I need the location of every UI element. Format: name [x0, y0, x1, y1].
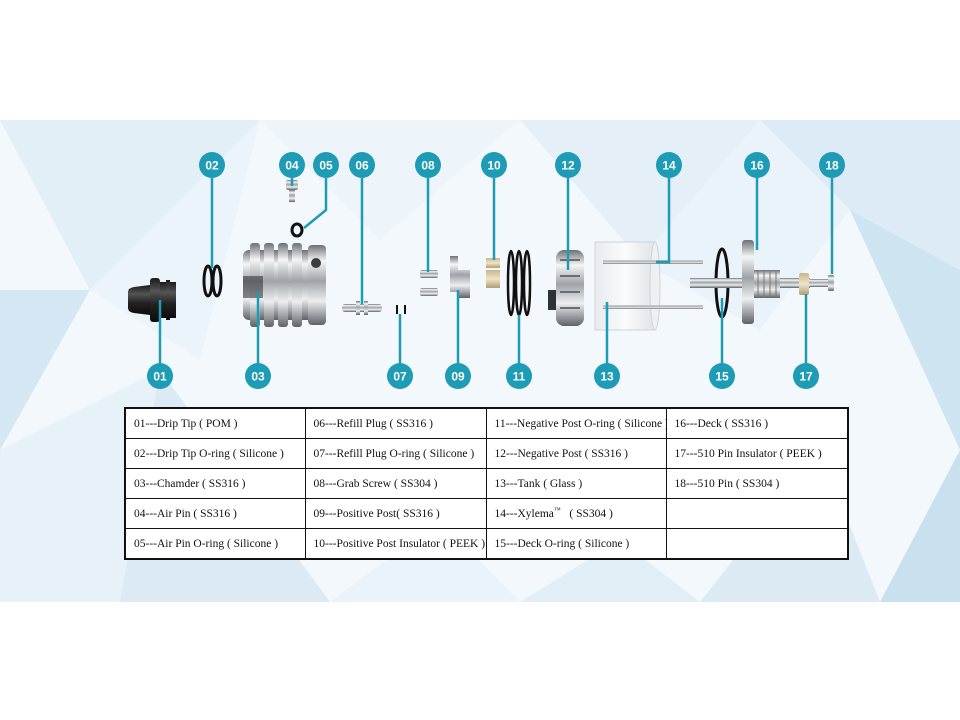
callout-label: 18 [825, 159, 839, 173]
callout-01: 01 [147, 363, 173, 389]
leader-lines [158, 178, 834, 366]
grab-screw-part [420, 270, 438, 296]
callout-14: 14 [656, 152, 682, 178]
negative-post-o-ring-part [506, 249, 532, 317]
callout-label: 10 [487, 159, 501, 173]
callout-05: 05 [313, 152, 339, 178]
table-row: 03---Chamder ( SS316 ) 08---Grab Screw (… [124, 468, 849, 499]
callout-04: 04 [279, 152, 305, 178]
callout-label: 11 [513, 370, 526, 384]
callout-label: 17 [799, 370, 813, 384]
callout-label: 16 [750, 159, 764, 173]
callout-label: 12 [561, 159, 575, 173]
table-cell: 03---Chamder ( SS316 ) [124, 468, 306, 499]
callout-label: 07 [393, 370, 407, 384]
callout-10: 10 [481, 152, 507, 178]
table-cell [665, 498, 849, 529]
table-cell: 02---Drip Tip O-ring ( Silicone ) [124, 438, 306, 469]
table-cell: 10---Positive Post Insulator ( PEEK ) [304, 528, 487, 560]
table-cell: 17---510 Pin Insulator ( PEEK ) [665, 438, 849, 469]
drip-tip-o-ring-part [202, 264, 223, 298]
callout-label: 15 [715, 370, 729, 384]
table-cell: 09---Positive Post( SS316 ) [304, 498, 487, 529]
table-cell: 12---Negative Post ( SS316 ) [485, 438, 667, 469]
callout-13: 13 [594, 363, 620, 389]
refill-plug-part [342, 301, 382, 315]
callout-label: 05 [319, 159, 333, 173]
positive-post-part [450, 256, 470, 298]
callout-18: 18 [819, 152, 845, 178]
refill-plug-o-ring-part [396, 305, 406, 314]
table-cell: 05---Air Pin O-ring ( Silicone ) [124, 528, 306, 560]
xylema-material: ( SS304 ) [569, 507, 613, 520]
air-pin-o-ring-part [290, 222, 304, 238]
table-cell: 07---Refill Plug O-ring ( Silicone ) [304, 438, 487, 469]
chamber-part [243, 243, 326, 327]
table-cell: 01---Drip Tip ( POM ) [124, 407, 306, 439]
callout-label: 09 [451, 370, 465, 384]
table-cell: 06---Refill Plug ( SS316 ) [304, 407, 487, 439]
callout-17: 17 [793, 363, 819, 389]
table-cell: 08---Grab Screw ( SS304 ) [304, 468, 487, 499]
callout-03: 03 [245, 363, 271, 389]
table-cell: 18---510 Pin ( SS304 ) [665, 468, 849, 499]
trademark-mark: ™ [553, 505, 561, 514]
callout-08: 08 [415, 152, 441, 178]
table-row: 02---Drip Tip O-ring ( Silicone ) 07---R… [124, 438, 849, 469]
callout-label: 06 [355, 159, 369, 173]
drip-tip-part [128, 278, 176, 322]
xylema-name: 14---Xylema [494, 507, 554, 520]
table-row: 01---Drip Tip ( POM ) 06---Refill Plug (… [124, 407, 849, 439]
callout-label: 01 [153, 370, 167, 384]
callout-label: 13 [600, 370, 614, 384]
table-cell-xylema: 14---Xylema™ ( SS304 ) [485, 498, 667, 529]
callout-11: 11 [506, 363, 532, 389]
xylema-part [603, 260, 703, 309]
table-row: 05---Air Pin O-ring ( Silicone ) 10---Po… [124, 528, 849, 560]
callout-12: 12 [555, 152, 581, 178]
callout-02: 02 [199, 152, 225, 178]
negative-post-part [548, 250, 584, 326]
parts-list-table: 01---Drip Tip ( POM ) 06---Refill Plug (… [124, 407, 849, 560]
table-cell: 13---Tank ( Glass ) [485, 468, 667, 499]
table-cell [665, 528, 849, 560]
table-cell: 11---Negative Post O-ring ( Silicone ) [485, 407, 667, 439]
callout-15: 15 [709, 363, 735, 389]
510-pin-part [810, 275, 834, 291]
callout-06: 06 [349, 152, 375, 178]
callout-07: 07 [387, 363, 413, 389]
callout-09: 09 [445, 363, 471, 389]
table-cell: 16---Deck ( SS316 ) [665, 407, 849, 439]
exploded-parts-diagram: 02 04 05 06 08 10 12 14 [128, 152, 845, 389]
table-cell: 15---Deck O-ring ( Silicone ) [485, 528, 667, 560]
faceted-background [0, 120, 960, 602]
tank-part [594, 241, 661, 331]
deck-part [690, 240, 810, 324]
510-pin-insulator-part [799, 273, 809, 295]
diagram-banner: 02 04 05 06 08 10 12 14 [0, 120, 960, 602]
callout-label: 14 [662, 159, 676, 173]
positive-post-insulator-part [486, 258, 500, 288]
table-cell: 04---Air Pin ( SS316 ) [124, 498, 306, 529]
callout-label: 04 [285, 159, 299, 173]
callout-label: 03 [251, 370, 265, 384]
callout-label: 08 [421, 159, 435, 173]
table-row: 04---Air Pin ( SS316 ) 09---Positive Pos… [124, 498, 849, 529]
callout-16: 16 [744, 152, 770, 178]
callout-label: 02 [205, 159, 219, 173]
